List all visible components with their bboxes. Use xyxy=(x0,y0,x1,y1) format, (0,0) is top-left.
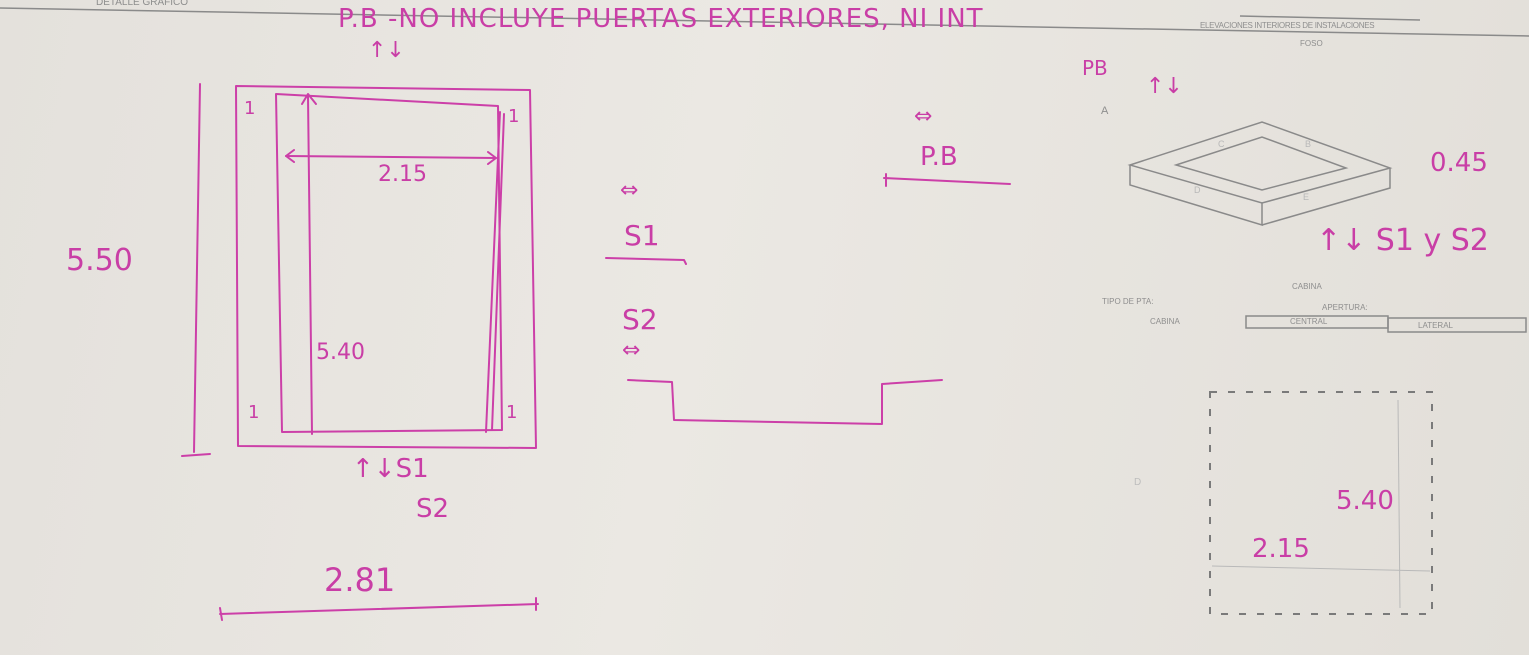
width-dimension-line xyxy=(285,155,497,159)
shaft-levels-s2: S2 xyxy=(416,494,450,524)
cabin-plan-square xyxy=(1209,391,1433,615)
s2-arrows: ⇔ xyxy=(622,338,641,363)
pit-isometric xyxy=(1127,121,1393,227)
corner-mark-br: 1 xyxy=(506,402,518,423)
shaft-plan-sketch xyxy=(181,83,539,621)
pb-level-line xyxy=(883,173,1011,187)
plan-width-line xyxy=(1211,565,1431,572)
door-type-label: TIPO DE PTA: xyxy=(1102,297,1154,306)
pb-arrows: ⇔ xyxy=(914,104,933,129)
width-outer-label: 2.81 xyxy=(324,561,396,599)
s2-label: S2 xyxy=(622,303,658,336)
corner-b: B xyxy=(1305,139,1312,149)
inner-rectangle xyxy=(275,93,503,433)
outer-rectangle xyxy=(235,85,537,449)
note-top: P.B -NO INCLUYE PUERTAS EXTERIORES, NI I… xyxy=(338,4,984,34)
s1-s2-label: ↑↓ S1 y S2 xyxy=(1316,223,1489,258)
s1-label: S1 xyxy=(624,219,660,252)
corner-a: A xyxy=(1101,105,1109,117)
outer-width-line xyxy=(219,597,539,621)
arrows-top: ↑↓ xyxy=(368,38,405,63)
header-elevations-label: ELEVACIONES INTERIORES DE INSTALACIONES xyxy=(1200,21,1375,30)
opening-option-lateral: LATERAL xyxy=(1418,321,1453,330)
s1-level-line xyxy=(605,257,687,265)
shaft-levels-s1: ↑↓S1 xyxy=(352,454,429,484)
corner-c: C xyxy=(1218,139,1225,149)
pb-label: P.B xyxy=(920,142,958,172)
width-inner-label: 2.15 xyxy=(378,162,427,187)
plan-width-label: 2.15 xyxy=(1252,534,1310,564)
plan-height-line xyxy=(1397,399,1401,609)
plan-corner-label: D xyxy=(1134,477,1142,488)
cabin-label: CABINA xyxy=(1150,317,1180,326)
corner-e: E xyxy=(1303,192,1310,202)
s2-pit-profile xyxy=(627,379,943,425)
plan-height-label: 5.40 xyxy=(1336,486,1394,516)
corner-mark-tl: 1 xyxy=(244,98,256,119)
outer-height-line xyxy=(181,83,211,457)
depth-value-label: 0.45 xyxy=(1430,148,1488,178)
header-detail-label: DETALLE GRAFICO xyxy=(96,0,189,8)
height-dimension-line xyxy=(307,95,313,435)
corner-d: D xyxy=(1194,185,1201,195)
opening-box-lateral xyxy=(1387,317,1527,333)
corner-mark-bl: 1 xyxy=(248,402,260,423)
pit-label: FOSO xyxy=(1300,39,1323,48)
height-outer-label: 5.50 xyxy=(66,243,133,278)
cabin-title: CABINA xyxy=(1292,282,1322,291)
form-top-border xyxy=(0,7,1529,37)
opening-label: APERTURA: xyxy=(1322,303,1368,312)
s1-arrows: ⇔ xyxy=(620,178,639,203)
pb-right-arrows: ↑↓ xyxy=(1146,74,1183,99)
form-header-rule xyxy=(1239,15,1421,21)
pb-right-label: PB xyxy=(1082,56,1108,80)
height-inner-label: 5.40 xyxy=(316,340,365,365)
corner-mark-tr: 1 xyxy=(508,106,520,127)
opening-option-central: CENTRAL xyxy=(1290,317,1328,326)
